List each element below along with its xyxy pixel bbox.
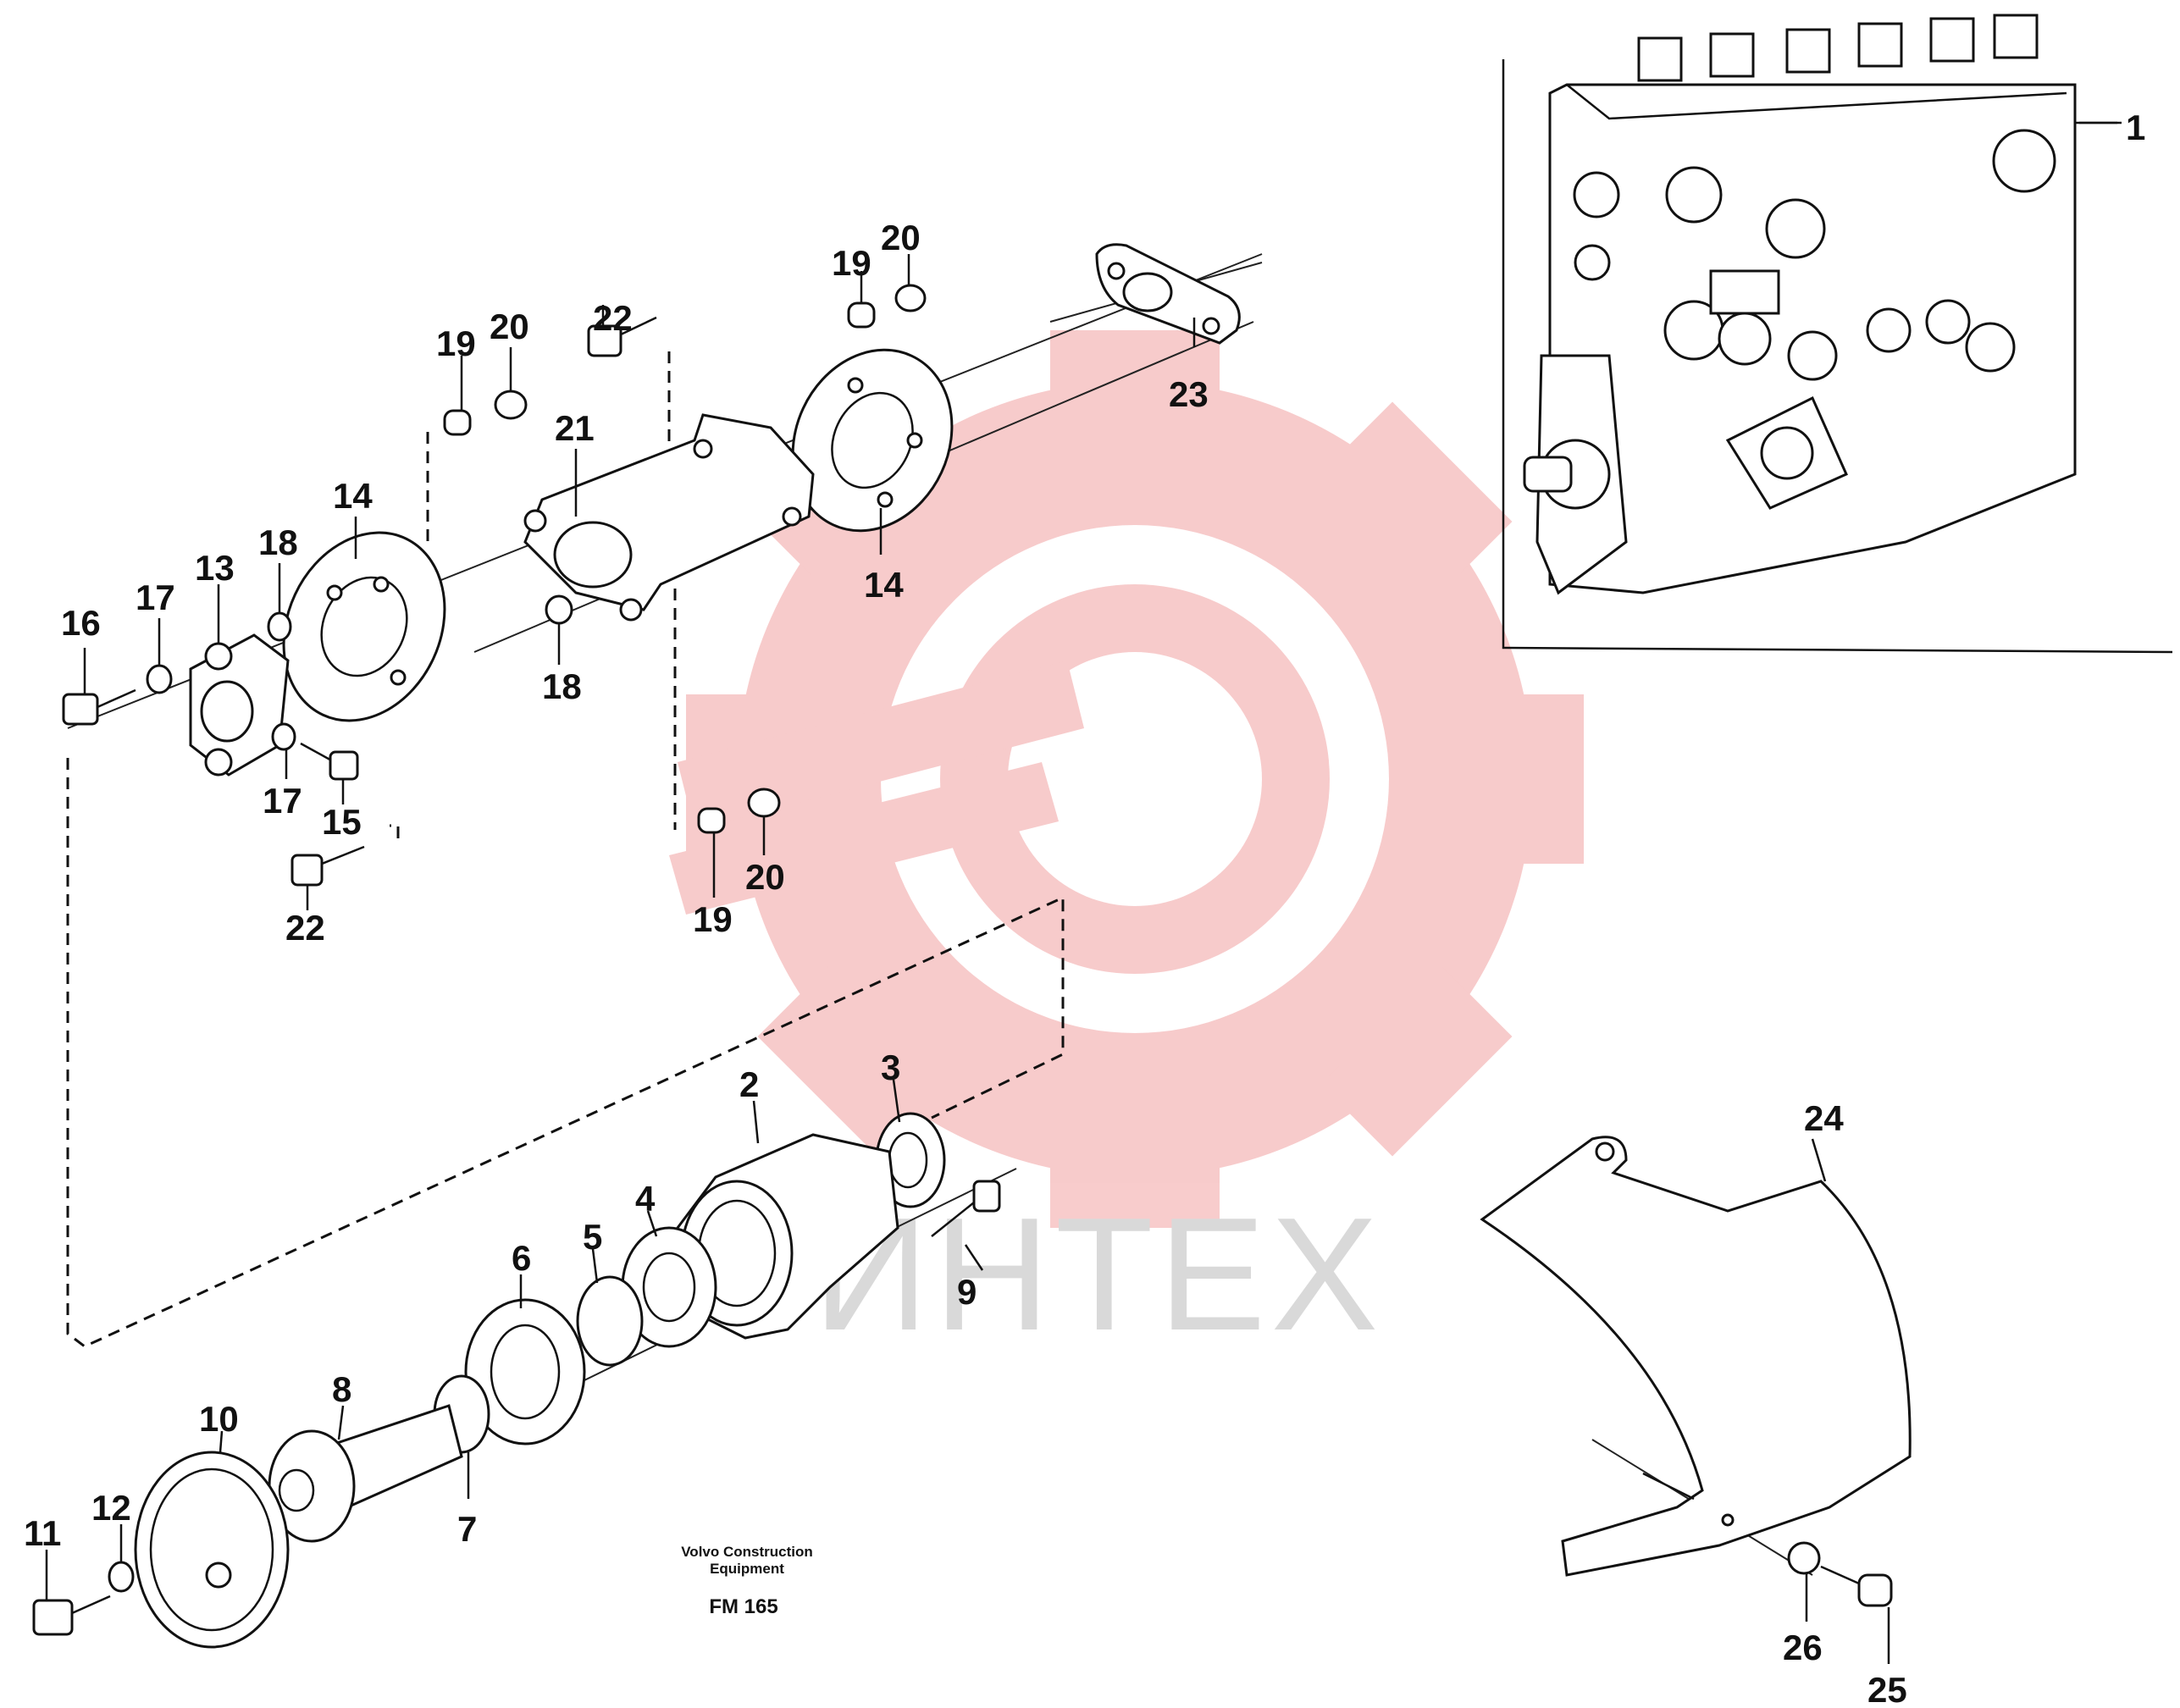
callout-15: 15	[322, 802, 362, 842]
callout-5: 5	[583, 1217, 602, 1257]
callout-6: 6	[512, 1238, 531, 1278]
callout-22-top: 22	[593, 298, 633, 338]
callout-labels: 1 23 14 14 21 13 16 17 18 17 15 22 18 19…	[24, 108, 2145, 1708]
callout-25: 25	[1867, 1670, 1907, 1708]
callout-10: 10	[199, 1399, 239, 1439]
nut-20-top	[894, 284, 927, 312]
sleeve-19-bottom	[697, 807, 726, 834]
callout-20-left: 20	[490, 307, 529, 346]
gear-10	[134, 1451, 290, 1649]
callout-7: 7	[457, 1509, 477, 1549]
callout-24: 24	[1804, 1098, 1844, 1138]
bolt-16	[62, 688, 136, 726]
bearing-6	[464, 1298, 586, 1445]
callout-8: 8	[332, 1369, 351, 1409]
callout-2: 2	[739, 1064, 759, 1104]
bolt-22-bottom	[290, 845, 365, 887]
washer-17-top	[146, 664, 173, 694]
spacer-5	[576, 1275, 644, 1367]
watermark-gear-icon	[669, 330, 1584, 1228]
callout-17-top: 17	[136, 578, 175, 617]
drive-shaft-assembly	[32, 1112, 1001, 1649]
bolt-9	[931, 1180, 1001, 1237]
pump-nameplate	[1709, 269, 1780, 315]
washer-18-bottom	[545, 594, 573, 625]
callout-18-bottom: 18	[542, 666, 582, 706]
washer-17-bottom	[271, 722, 296, 751]
callout-3: 3	[881, 1047, 900, 1087]
callout-19-top: 19	[832, 243, 871, 283]
callout-12: 12	[91, 1488, 131, 1528]
callout-19-bottom: 19	[693, 899, 733, 939]
callout-13: 13	[195, 548, 235, 588]
guard-plate	[1480, 1136, 1912, 1607]
washer-12	[108, 1561, 135, 1593]
watermark: ИНТЕХ	[669, 330, 1584, 1364]
callout-21: 21	[555, 408, 595, 448]
caption: Volvo Construction Equipment FM 165	[681, 1544, 813, 1618]
callout-23: 23	[1169, 374, 1209, 414]
callout-14-left: 14	[333, 476, 373, 516]
callout-4: 4	[635, 1179, 656, 1219]
injection-pump	[1523, 14, 2122, 595]
intermediate-housing	[282, 243, 1241, 722]
callout-26: 26	[1783, 1628, 1823, 1667]
callout-9: 9	[957, 1272, 977, 1312]
callout-19-left: 19	[436, 323, 476, 363]
caption-line1: Volvo Construction	[681, 1544, 813, 1560]
callout-18-top: 18	[258, 522, 298, 562]
watermark-text: ИНТЕХ	[813, 1185, 1383, 1364]
washer-18-top	[267, 611, 292, 642]
bolt-15	[300, 742, 359, 781]
adapter-plate-14-right	[791, 348, 954, 533]
nut-20-left	[494, 390, 528, 420]
guard-plate-24	[1480, 1136, 1912, 1577]
callout-1: 1	[2126, 108, 2145, 147]
callout-17-bottom: 17	[263, 781, 302, 821]
callout-11: 11	[24, 1513, 61, 1553]
callout-16: 16	[61, 603, 101, 643]
nut-20-bottom	[747, 788, 781, 818]
callout-20-top: 20	[881, 218, 921, 257]
dashed-assembly-lines	[66, 351, 1065, 1348]
bolt-11	[32, 1595, 111, 1636]
caption-code: FM 165	[709, 1595, 777, 1618]
caption-line2: Equipment	[710, 1561, 784, 1577]
callout-22-bottom: 22	[285, 908, 325, 948]
callout-20-bottom: 20	[745, 857, 785, 897]
sleeve-19-left	[443, 409, 472, 436]
delivery-valves	[1637, 14, 2039, 82]
washer-26	[1787, 1541, 1821, 1575]
leader-lines	[45, 121, 2117, 1664]
bolt-22-top	[587, 316, 657, 357]
inset-frame	[1502, 59, 2173, 654]
callout-14-right: 14	[864, 565, 904, 605]
sleeve-19-top	[847, 301, 876, 329]
pump-drive-shaft	[1523, 456, 1573, 493]
coupling-hub-and-fasteners	[62, 284, 927, 887]
bolt-25	[1820, 1565, 1893, 1607]
pump-ports	[1573, 129, 2056, 381]
